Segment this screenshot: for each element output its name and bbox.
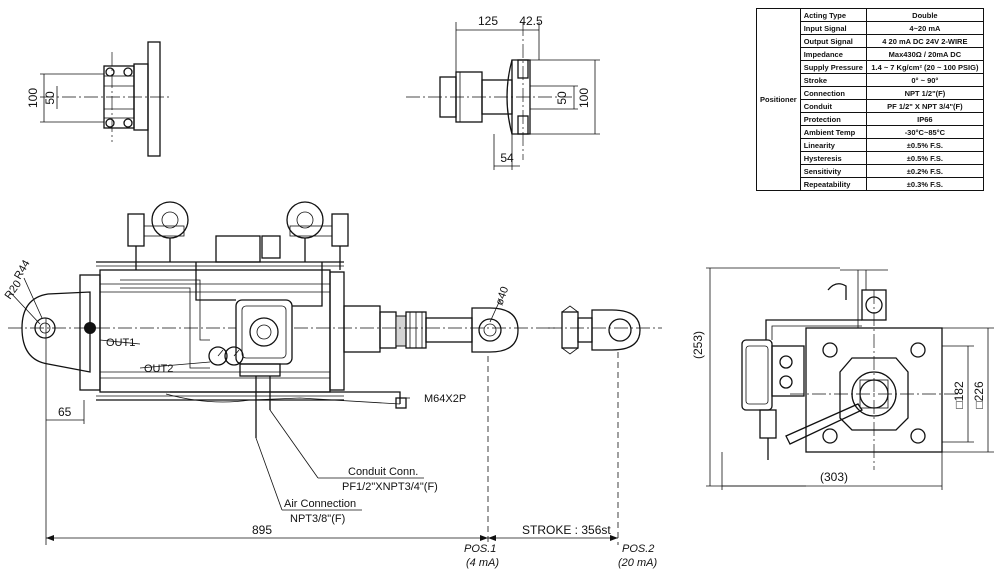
air-spec: NPT3/8"(F) [290, 513, 345, 525]
spec-key: Ambient Temp [799, 125, 867, 139]
spec-key: Conduit [799, 99, 867, 113]
label-out2: OUT2 [144, 363, 173, 375]
air-title: Air Connection [284, 498, 356, 510]
label-out1: OUT1 [106, 337, 135, 349]
spec-row: Repeatability±0.3% F.S. [757, 177, 984, 191]
dim-54: 54 [500, 151, 514, 165]
spec-key: Input Signal [799, 21, 867, 35]
spec-key: Acting Type [799, 8, 867, 22]
dim-100-top: 100 [577, 88, 591, 108]
dim-sq226: □226 [972, 381, 986, 409]
dim-65: 65 [58, 405, 72, 419]
spec-value: ±0.3% F.S. [865, 177, 984, 191]
dim-42-5: 42.5 [519, 14, 543, 28]
actuator-side-view [8, 201, 556, 438]
conduit-spec: PF1/2"XNPT3/4"(F) [342, 481, 438, 493]
front-end-view [706, 267, 994, 490]
conduit-title: Conduit Conn. [348, 466, 418, 478]
spec-key: Protection [799, 112, 867, 126]
dim-50-top: 50 [555, 91, 569, 105]
spec-value: IP66 [865, 112, 984, 126]
rod-end-side-view [548, 305, 662, 355]
radius-r44: R44 [12, 258, 32, 281]
spec-value: PF 1/2" X NPT 3/4"(F) [865, 99, 984, 113]
spec-value: Max430Ω / 20mA DC [865, 47, 984, 61]
spec-key: Stroke [799, 73, 867, 87]
dim-sq182: □182 [952, 381, 966, 409]
spec-key: Sensitivity [799, 164, 867, 178]
dim-phi40: ø40 [494, 285, 512, 307]
spec-group-label: Positioner [756, 8, 801, 191]
spec-value: -30°C~85°C [865, 125, 984, 139]
spec-key: Linearity [799, 138, 867, 152]
spec-key: Repeatability [799, 177, 867, 191]
spec-key: Hysteresis [799, 151, 867, 165]
radius-r20: R20 [3, 278, 24, 301]
spec-value: Double [865, 8, 984, 22]
spec-value: ±0.5% F.S. [865, 138, 984, 152]
spec-key: Supply Pressure [799, 60, 867, 74]
dim-100-left: 100 [26, 88, 40, 108]
spec-key: Impedance [799, 47, 867, 61]
dim-895: 895 [252, 523, 272, 537]
pos1-label: POS.1 [464, 543, 496, 555]
main-dimensions [9, 277, 619, 545]
dim-253: (253) [691, 331, 705, 359]
spec-key: Output Signal [799, 34, 867, 48]
dim-303: (303) [820, 470, 848, 484]
dim-50-left: 50 [43, 91, 57, 105]
dim-125: 125 [478, 14, 498, 28]
spec-value: ±0.5% F.S. [865, 151, 984, 165]
rear-clevis-end-view [40, 41, 170, 157]
pos1-signal: (4 mA) [466, 557, 499, 569]
pos2-label: POS.2 [622, 543, 654, 555]
spec-value: 1.4 ~ 7 Kg/cm² (20 ~ 100 PSIG) [865, 60, 984, 74]
pos2-signal: (20 mA) [618, 557, 657, 569]
spec-value: NPT 1/2"(F) [865, 86, 984, 100]
spec-key: Connection [799, 86, 867, 100]
spec-value: ±0.2% F.S. [865, 164, 984, 178]
spec-value: 4 20 mA DC 24V 2-WIRE [865, 34, 984, 48]
thread-m64: M64X2P [424, 393, 466, 405]
dim-stroke: STROKE : 356st [522, 523, 611, 537]
spec-value: 0° ~ 90° [865, 73, 984, 87]
spec-value: 4~20 mA [865, 21, 984, 35]
rod-end-top-view [406, 22, 600, 170]
